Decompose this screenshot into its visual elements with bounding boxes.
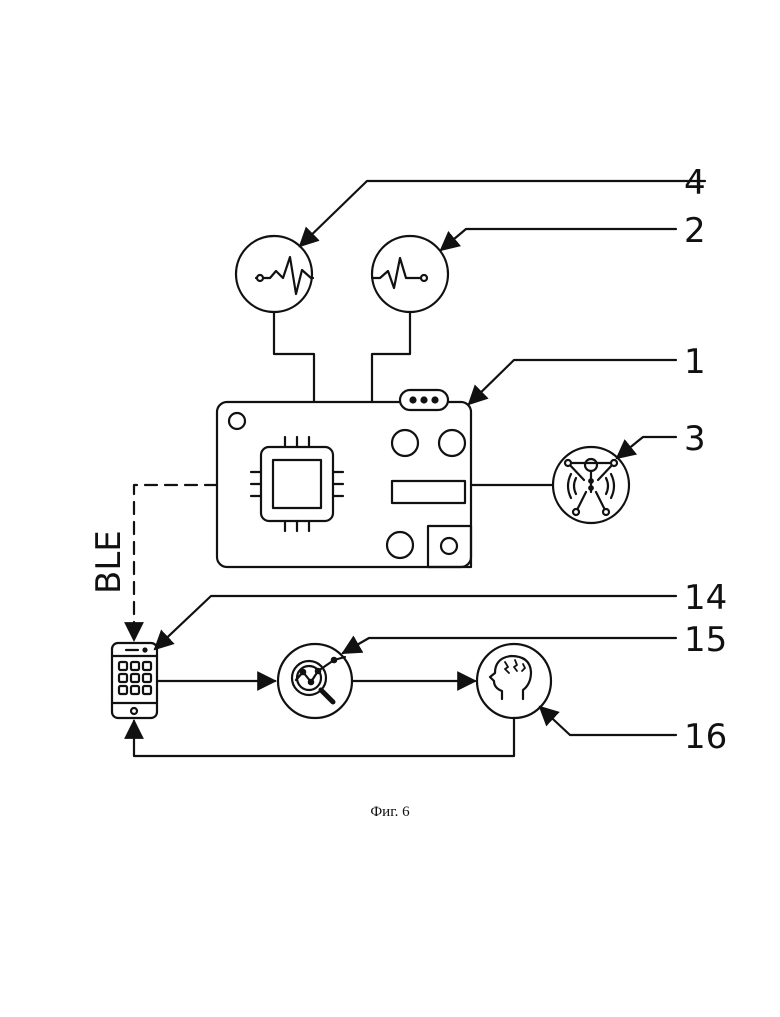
leader-14	[155, 596, 676, 649]
leader-1	[469, 360, 676, 404]
ref-label-16: 16	[684, 717, 727, 757]
ref-label-1: 1	[684, 342, 706, 382]
sensor-4-wire	[274, 312, 314, 402]
data-analysis-icon	[278, 644, 352, 718]
leader-3	[617, 437, 676, 458]
leader-4	[300, 181, 705, 246]
ref-label-4: 4	[684, 163, 706, 203]
leader-16	[540, 707, 676, 735]
ref-label-2: 2	[684, 211, 706, 251]
leader-15	[343, 638, 676, 653]
sensor-2-wire	[372, 312, 410, 402]
ref-label-15: 15	[684, 620, 727, 660]
smartphone-icon	[112, 643, 157, 718]
ref-label-3: 3	[684, 419, 706, 459]
feedback-loop-arrow	[134, 718, 514, 756]
leader-2	[441, 229, 676, 250]
pulse-sensor-icon-4	[236, 236, 313, 312]
circuit-board-icon	[217, 390, 471, 567]
figure-caption: Фиг. 6	[370, 804, 410, 820]
ble-label: BLE	[89, 530, 129, 594]
ble-link	[134, 485, 217, 640]
ref-label-14: 14	[684, 578, 727, 618]
pulse-sensor-icon-2	[372, 236, 448, 312]
